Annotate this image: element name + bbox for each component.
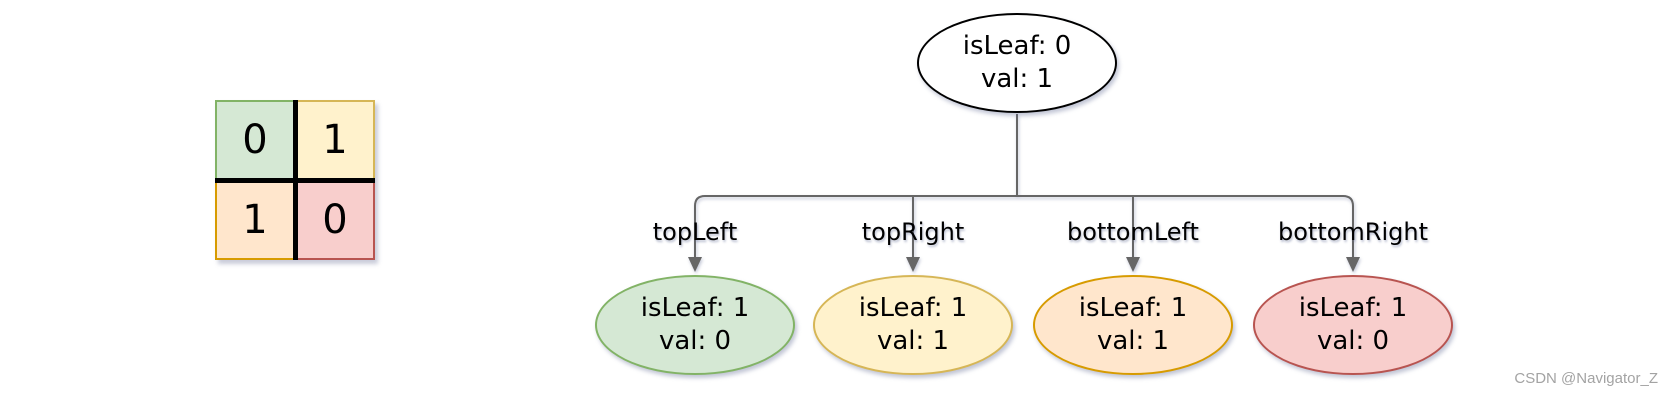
node-val-text: val: 1 [876, 326, 950, 356]
branch-label-bottomleft: bottomLeft [1067, 218, 1199, 246]
arrowhead-icon [1126, 257, 1140, 272]
grid-cell-value: 1 [322, 117, 348, 163]
grid-cell-top-left: 0 [215, 100, 295, 180]
leaf-node-bottomright: isLeaf: 1 val: 0 [1253, 275, 1453, 375]
tree-root-node: isLeaf: 0 val: 1 [917, 13, 1117, 113]
grid-cell-bottom-right: 0 [295, 180, 375, 260]
matrix-grid: 0 1 1 0 [215, 100, 375, 260]
node-val-text: val: 1 [1096, 326, 1170, 356]
node-val-text: val: 0 [658, 326, 732, 356]
branch-label-bottomright: bottomRight [1278, 218, 1428, 246]
node-isleaf-text: isLeaf: 1 [1078, 293, 1188, 323]
node-isleaf-text: isLeaf: 1 [640, 293, 750, 323]
node-val-text: val: 0 [1316, 326, 1390, 356]
arrowhead-icon [906, 257, 920, 272]
branch-label-topright: topRight [861, 218, 965, 246]
leaf-node-topright: isLeaf: 1 val: 1 [813, 275, 1013, 375]
grid-cell-top-right: 1 [295, 100, 375, 180]
node-isleaf-text: isLeaf: 1 [1298, 293, 1408, 323]
grid-cell-value: 0 [242, 117, 268, 163]
grid-divider-horizontal [215, 177, 375, 183]
grid-cell-value: 1 [242, 197, 268, 243]
branch-label-topleft: topLeft [652, 218, 738, 246]
grid-cell-value: 0 [322, 197, 348, 243]
grid-cell-bottom-left: 1 [215, 180, 295, 260]
arrowhead-icon [688, 257, 702, 272]
node-isleaf-text: isLeaf: 1 [858, 293, 968, 323]
watermark-text: CSDN @Navigator_Z [1514, 370, 1658, 387]
node-isleaf-text: isLeaf: 0 [962, 31, 1072, 61]
node-val-text: val: 1 [980, 64, 1054, 94]
leaf-node-topleft: isLeaf: 1 val: 0 [595, 275, 795, 375]
leaf-node-bottomleft: isLeaf: 1 val: 1 [1033, 275, 1233, 375]
arrowhead-icon [1346, 257, 1360, 272]
